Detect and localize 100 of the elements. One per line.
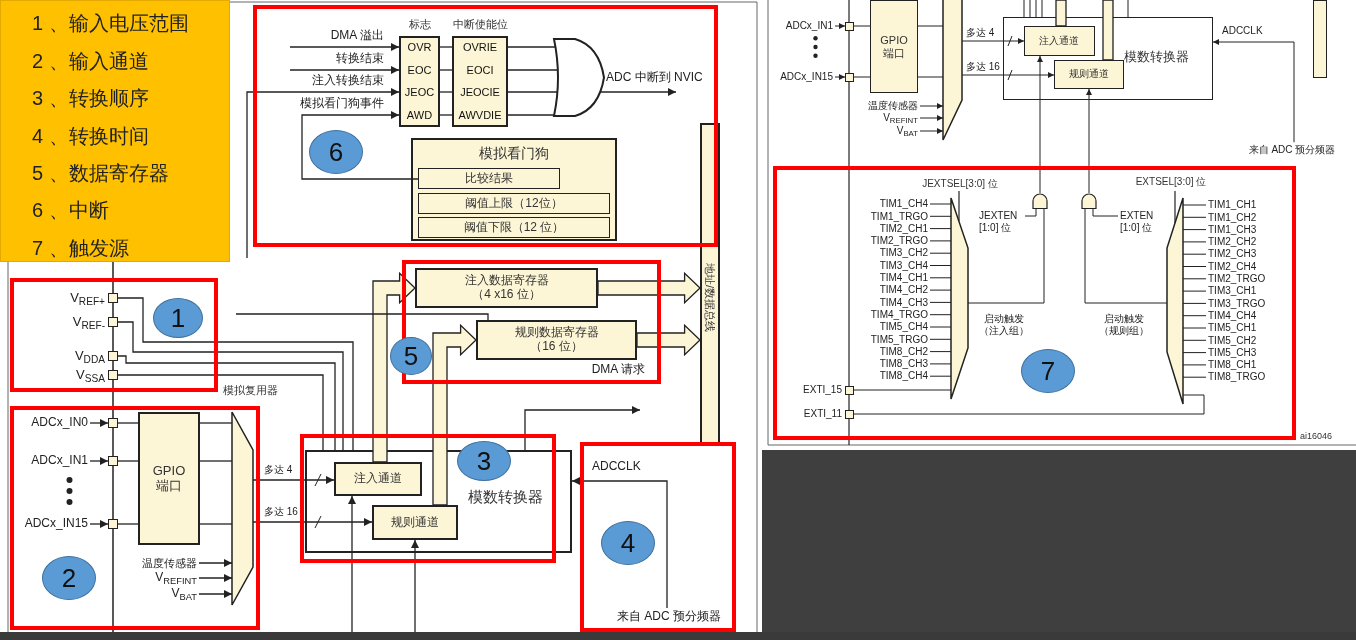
connector-line bbox=[117, 321, 344, 451]
signal-label: V$_{REFINT}$ bbox=[155, 571, 197, 585]
connector-line bbox=[929, 314, 952, 316]
edge-label: 多达 16 bbox=[966, 61, 1000, 73]
connector-line bbox=[1182, 216, 1207, 218]
signal-label: TIM1_CH4 bbox=[879, 198, 928, 210]
edge-label: 转换结束 bbox=[336, 52, 384, 66]
signal-label: TIM2_CH1 bbox=[879, 222, 928, 235]
connector-line bbox=[1182, 315, 1207, 317]
arrow bbox=[919, 115, 944, 121]
arrow bbox=[1086, 88, 1092, 194]
multiplexer-shape bbox=[943, 0, 962, 140]
box-heading: 标志 bbox=[409, 17, 431, 31]
key-item: 3 、转换顺序 bbox=[32, 86, 149, 110]
key-item: 6 、中断 bbox=[32, 198, 109, 222]
connector-line bbox=[1084, 208, 1168, 304]
signal-label: TIM1_CH2 bbox=[1208, 211, 1257, 224]
signal-label: TIM3_CH4 bbox=[879, 259, 928, 272]
signal-label: V$_{BAT}$ bbox=[896, 125, 918, 137]
connector-line bbox=[929, 301, 952, 303]
signal-label: TIM4_TRGO bbox=[870, 308, 928, 321]
pin-label: V$_{SSA}$ bbox=[76, 367, 105, 383]
key-item: 1 、输入电压范围 bbox=[32, 11, 189, 35]
wide-arrow bbox=[372, 271, 416, 463]
signal-label: TIM5_CH2 bbox=[1208, 334, 1257, 347]
pin-square-icon bbox=[108, 418, 118, 428]
edge-label: ADCCLK bbox=[592, 460, 641, 474]
wide-arrow bbox=[432, 323, 477, 506]
edge-label: 注入转换结束 bbox=[312, 74, 384, 88]
arrow bbox=[599, 88, 677, 96]
signal-label: TIM5_CH3 bbox=[1208, 346, 1257, 359]
wide-arrow bbox=[597, 271, 701, 305]
wide-band bbox=[1102, 0, 1114, 61]
connector-line bbox=[853, 76, 871, 78]
connector-line bbox=[853, 25, 871, 27]
connector-line bbox=[199, 422, 233, 424]
signal-label: TIM3_CH2 bbox=[879, 247, 928, 259]
edge-label: ADC 中断到 NVIC bbox=[606, 71, 703, 85]
pin-label: EXTI_11 bbox=[803, 408, 842, 420]
box-label: 规则通道 bbox=[391, 515, 439, 530]
box-label: 规则通道 bbox=[1068, 68, 1109, 80]
connector-line bbox=[853, 394, 1205, 415]
connector-line bbox=[929, 240, 952, 242]
arrow bbox=[834, 23, 846, 29]
signal-label: TIM2_TRGO bbox=[870, 235, 928, 247]
box-heading: 中断使能位 bbox=[452, 17, 508, 31]
arrow bbox=[198, 574, 233, 582]
mux-label: 模拟复用器 bbox=[222, 383, 278, 397]
watchdog-box bbox=[411, 138, 617, 241]
signal-label: TIM5_CH4 bbox=[879, 321, 928, 333]
wide-arrow bbox=[636, 323, 701, 357]
box-label: 规则数据寄存器（16 位） bbox=[513, 326, 600, 354]
connector-line bbox=[507, 46, 556, 48]
mux-label: JEXTSEL[3:0] 位 bbox=[922, 178, 998, 190]
connector-line bbox=[929, 375, 952, 377]
pin-label: ADCx_IN15 bbox=[24, 517, 88, 531]
box-label: 比较结果 bbox=[465, 171, 513, 186]
arrow bbox=[411, 539, 419, 633]
connector-line bbox=[1182, 253, 1207, 255]
connector-line bbox=[1041, 0, 1043, 18]
connector-line bbox=[1029, 0, 1031, 18]
enable-bit-name: JEOCIE bbox=[460, 85, 500, 99]
connector-line bbox=[117, 523, 139, 525]
signal-label: TIM8_CH4 bbox=[879, 370, 928, 382]
connector-line bbox=[1127, 0, 1129, 18]
connector-line bbox=[1182, 278, 1207, 280]
pin-square-icon bbox=[108, 519, 118, 529]
connector-line bbox=[117, 460, 139, 462]
enable-bit-name: EOCI bbox=[466, 63, 494, 77]
connector-line bbox=[1182, 339, 1207, 341]
connector-line bbox=[1182, 302, 1207, 304]
signal-label: TIM4_CH1 bbox=[879, 272, 928, 284]
pin-square-icon bbox=[845, 72, 854, 82]
clock-source-label: 来自 ADC 预分频器 bbox=[617, 610, 721, 624]
connector-line bbox=[1035, 0, 1037, 18]
arrow bbox=[89, 457, 109, 465]
connector-line bbox=[1182, 327, 1207, 329]
bus-label: 地址/数据总线 bbox=[703, 263, 717, 333]
arrow bbox=[1037, 55, 1043, 194]
connector-line bbox=[1182, 290, 1207, 292]
connector-line bbox=[507, 114, 555, 116]
connector-line bbox=[929, 265, 952, 266]
signal-label: TIM5_TRGO bbox=[870, 333, 928, 346]
connector-line bbox=[1092, 208, 1119, 217]
connector-line bbox=[507, 69, 558, 71]
register-field-box bbox=[418, 217, 610, 238]
signal-label: TIM2_CH4 bbox=[1208, 260, 1257, 273]
connector-line bbox=[917, 25, 944, 27]
connector-line bbox=[439, 114, 453, 116]
arrow bbox=[524, 406, 641, 451]
gpio-box bbox=[138, 412, 200, 545]
and-gate-symbol bbox=[1032, 193, 1048, 209]
callout-number: 6 bbox=[309, 130, 363, 174]
signal-label: TIM4_CH4 bbox=[1208, 309, 1257, 322]
data-register-box bbox=[415, 268, 598, 308]
connector-line bbox=[439, 69, 453, 71]
signal-label: TIM8_CH3 bbox=[879, 358, 928, 370]
signal-label: TIM5_CH1 bbox=[1208, 322, 1257, 334]
signal-label: TIM2_CH3 bbox=[1208, 248, 1257, 260]
arrow bbox=[301, 111, 419, 180]
